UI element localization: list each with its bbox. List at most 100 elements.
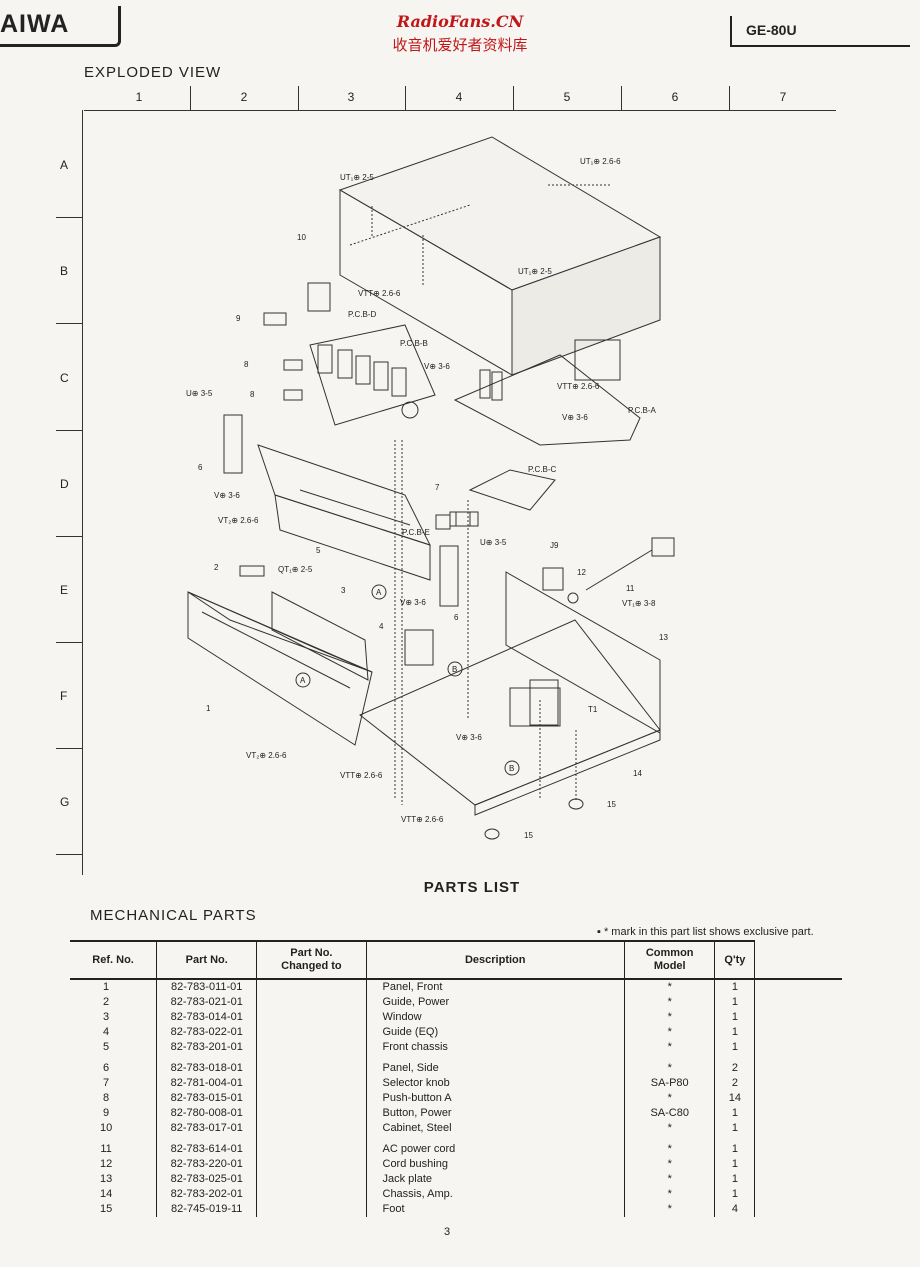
model-frame-tick (730, 16, 732, 46)
part-no-cell: 82-783-015-01 (156, 1091, 257, 1106)
changed-to-cell (256, 1010, 366, 1025)
qty-cell: 2 (714, 1076, 755, 1091)
callout-screw: QT₁⊕ 2-5 (278, 565, 313, 574)
ref-no-cell: 14 (99, 1188, 113, 1200)
description-cell: Foot (365, 1202, 625, 1217)
qty-cell: 14 (714, 1091, 755, 1106)
parts-table-header: Ref. No. Part No. Part No. Changed to De… (70, 940, 842, 980)
part-number-callout: 3 (341, 586, 346, 595)
column-divider (621, 86, 622, 110)
callout-part: J9 (550, 541, 559, 550)
grid-row-label: C (60, 371, 69, 385)
callout-screw: V⊕ 3-6 (456, 733, 482, 742)
callout-part: T1 (588, 705, 598, 714)
table-row: 3 82-783-014-01 Window*1 (70, 1010, 842, 1025)
description-cell: AC power cord (365, 1142, 625, 1157)
part-number-callout: 5 (316, 546, 321, 555)
part-number-callout: 4 (379, 622, 384, 631)
ref-no-cell: 12 (99, 1158, 113, 1170)
common-model-cell: * (623, 1187, 715, 1202)
part-no-cell: 82-783-202-01 (156, 1187, 257, 1202)
header-ref-no: Ref. No. (70, 940, 157, 980)
callout-screw: VTT⊕ 2.6-6 (358, 289, 401, 298)
grid-row-label: G (60, 795, 70, 809)
ref-no-cell: 5 (103, 1041, 110, 1053)
front-panel-part (187, 591, 373, 746)
blank-cell (754, 1121, 842, 1136)
changed-to-cell (256, 1172, 366, 1187)
header-blank (754, 941, 842, 980)
exclusive-part-note: ▪ * mark in this part list shows exclusi… (597, 926, 814, 938)
grid-row-label: E (60, 583, 69, 597)
part-no-cell: 82-783-021-01 (156, 995, 257, 1010)
callout-pcb: P.C.B-A (628, 406, 657, 415)
common-model-cell: SA-C80 (623, 1106, 715, 1121)
common-model-cell: * (623, 1172, 715, 1187)
part-no-cell: 82-781-004-01 (156, 1076, 257, 1091)
callout-screw: VTT⊕ 2.6-6 (557, 382, 600, 391)
description-cell: Cabinet, Steel (365, 1121, 625, 1136)
header-description: Description (365, 940, 625, 980)
front-chassis-part (257, 444, 431, 581)
callout-screw: U⊕ 3-5 (480, 538, 507, 547)
blank-cell (754, 1142, 842, 1157)
qty-cell: 1 (714, 1010, 755, 1025)
changed-to-cell (256, 1025, 366, 1040)
common-model-cell: * (623, 1040, 715, 1055)
part-number-callout: 7 (435, 483, 440, 492)
blank-cell (754, 1076, 842, 1091)
arrow-a-marker (295, 672, 311, 688)
grid-column-label: 6 (671, 90, 679, 104)
pcb-a-part (453, 339, 641, 446)
description-cell: Cord bushing (365, 1157, 625, 1172)
group-spacer (70, 1136, 842, 1142)
common-model-cell: * (623, 1202, 715, 1217)
cabinet-steel-part (338, 136, 662, 376)
description-cell: Guide, Power (365, 995, 625, 1010)
description-cell: Window (365, 1010, 625, 1025)
part-number-callout: 14 (633, 769, 642, 778)
row-divider (56, 748, 82, 749)
callout-screw: VT₂⊕ 2.6-6 (246, 751, 287, 760)
common-model-cell: * (623, 1061, 715, 1076)
column-divider (513, 86, 514, 110)
changed-to-cell (256, 1040, 366, 1055)
row-divider (56, 642, 82, 643)
grid-column-label: 2 (240, 90, 248, 104)
chassis-amp-part (359, 619, 661, 816)
qty-cell: 4 (714, 1202, 755, 1217)
common-model-cell: * (623, 1091, 715, 1106)
part-no-cell: 82-780-008-01 (156, 1106, 257, 1121)
common-model-cell: * (623, 1010, 715, 1025)
column-divider (405, 86, 406, 110)
common-model-cell: * (623, 995, 715, 1010)
ref-no-cell: 11 (100, 1143, 112, 1155)
column-divider (190, 86, 191, 110)
common-model-cell: * (623, 1121, 715, 1136)
ref-no-cell: 8 (103, 1092, 110, 1104)
qty-cell: 1 (714, 1040, 755, 1055)
watermark-cn: 收音机爱好者资料库 (392, 36, 528, 54)
transformer-part (509, 679, 561, 727)
callout-screw: V⊕ 3-6 (562, 413, 588, 422)
part-no-cell: 82-745-019-11 (156, 1202, 257, 1217)
callout-screw: V⊕ 3-6 (214, 491, 240, 500)
part-number-callout: 9 (236, 314, 241, 323)
description-cell: Panel, Side (365, 1061, 625, 1076)
part-number-callout: 15 (524, 831, 533, 840)
column-divider (729, 86, 730, 110)
ref-no-cell: 4 (103, 1026, 110, 1038)
changed-to-cell (256, 1157, 366, 1172)
common-model-cell: * (623, 1157, 715, 1172)
blank-cell (754, 1202, 842, 1217)
changed-to-cell (256, 1142, 366, 1157)
ref-no-cell: 3 (103, 1011, 110, 1023)
part-number-callout: 2 (214, 563, 219, 572)
parts-table: Ref. No. Part No. Part No. Changed to De… (70, 940, 842, 1217)
part-no-cell: 82-783-014-01 (156, 1010, 257, 1025)
model-number: GE-80U (746, 22, 797, 38)
common-model-cell: * (623, 1025, 715, 1040)
